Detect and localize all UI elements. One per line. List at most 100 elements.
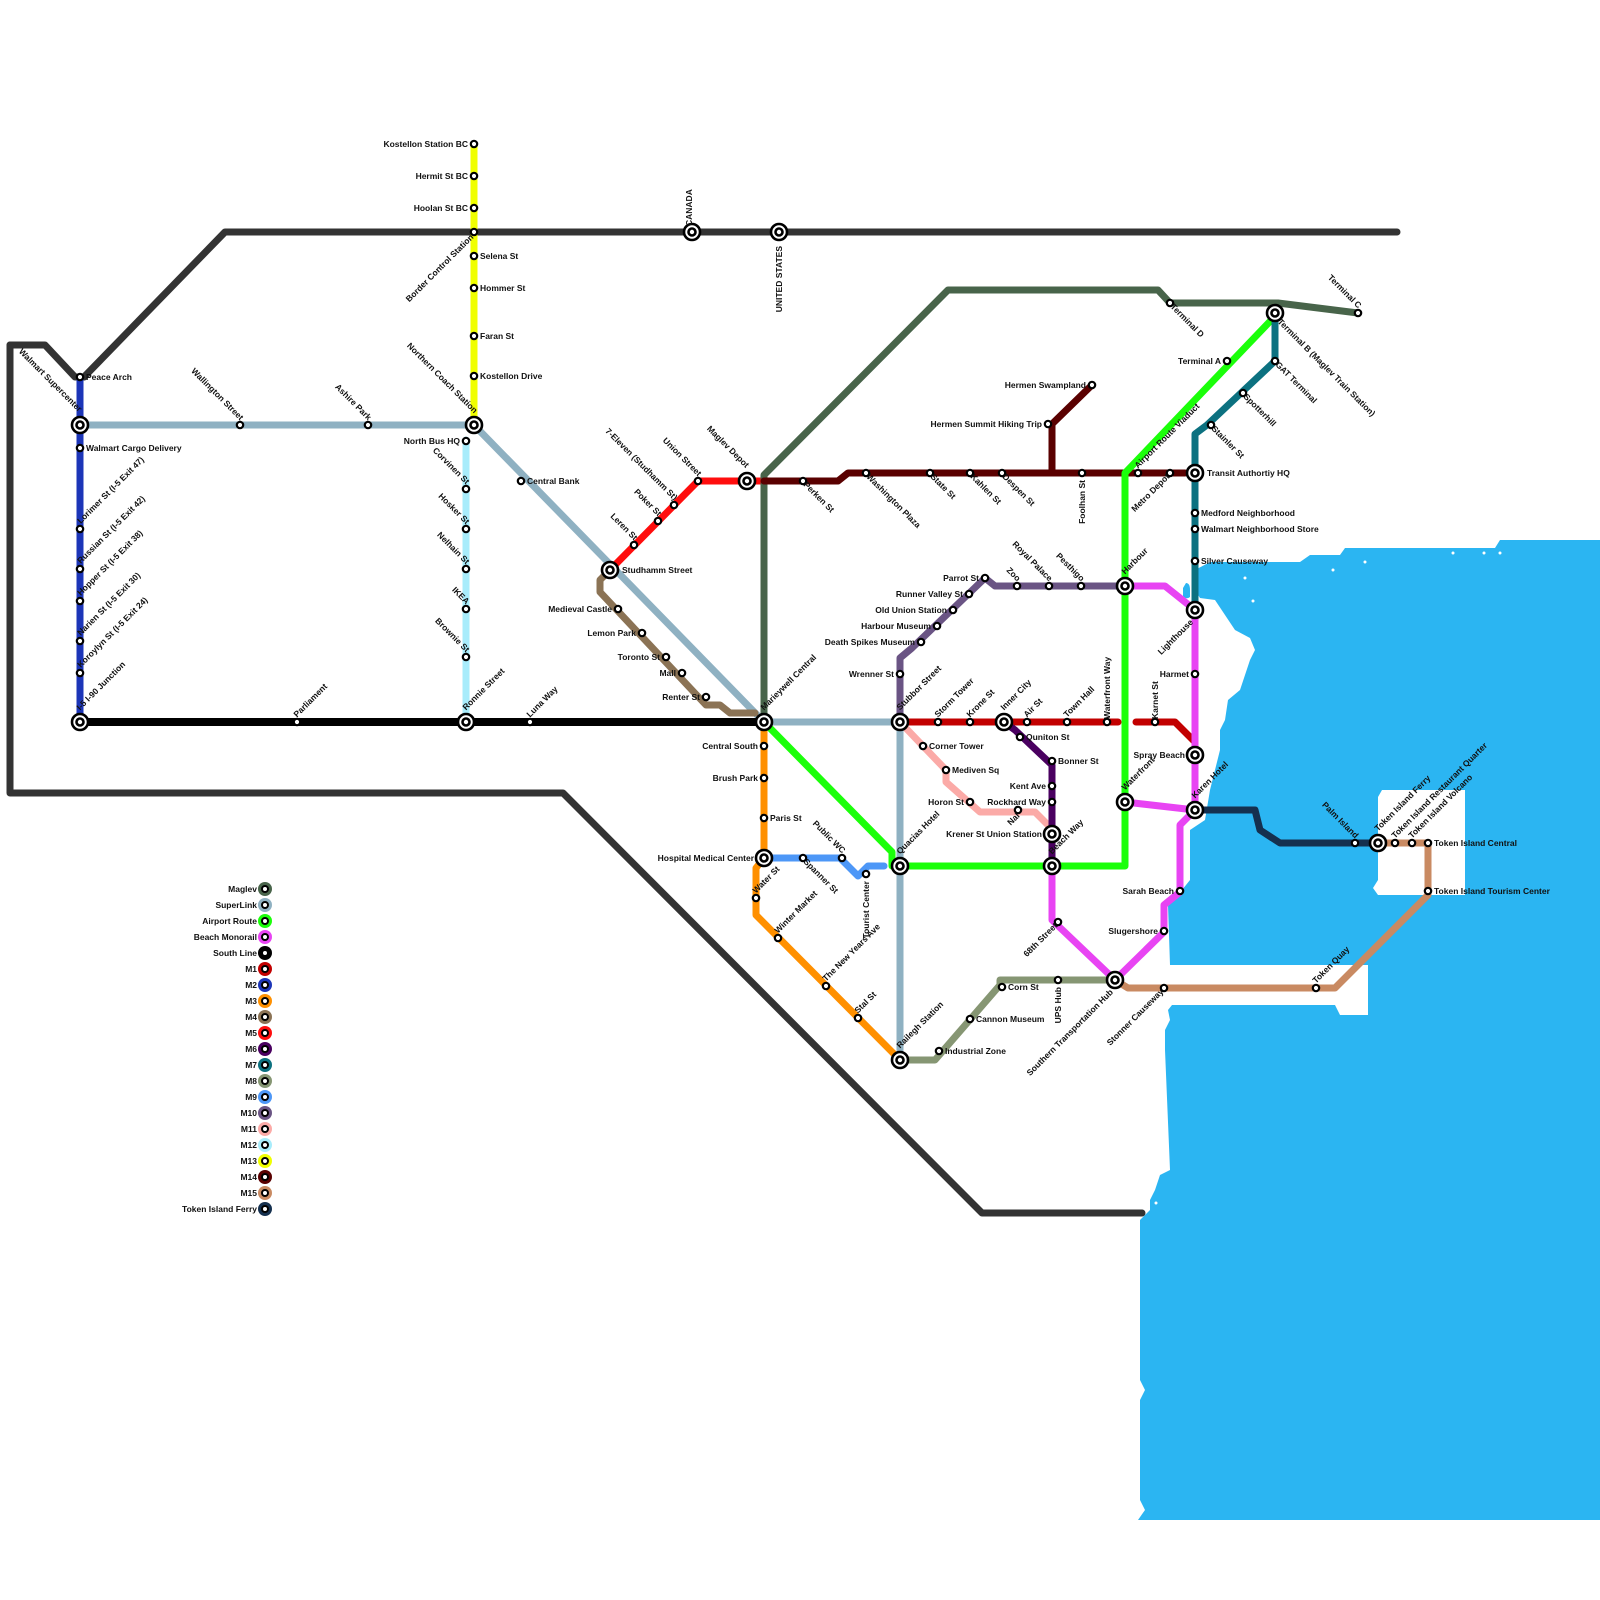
station-nelhain[interactable] xyxy=(461,564,471,574)
station-parrot[interactable] xyxy=(980,573,990,583)
station-northern-coach[interactable] xyxy=(464,415,484,435)
station-hermen-swamp[interactable] xyxy=(1087,380,1097,390)
station-lemon[interactable] xyxy=(637,628,647,638)
station-spanner[interactable] xyxy=(798,853,808,863)
station-water-st[interactable] xyxy=(751,893,761,903)
station-token-restaurant[interactable] xyxy=(1390,838,1400,848)
station-medieval[interactable] xyxy=(613,604,623,614)
station-inner-city[interactable] xyxy=(994,712,1014,732)
station-krener[interactable] xyxy=(1042,824,1062,844)
station-leren[interactable] xyxy=(629,540,639,550)
station-terminal-c[interactable] xyxy=(1353,308,1363,318)
station-poker[interactable] xyxy=(653,516,663,526)
station-hommer[interactable] xyxy=(469,283,479,293)
station-north-bus[interactable] xyxy=(461,436,471,446)
station-seven-eleven[interactable] xyxy=(669,500,679,510)
station-despen[interactable] xyxy=(997,468,1007,478)
station-horon[interactable] xyxy=(965,797,975,807)
station-central-bank[interactable] xyxy=(516,476,526,486)
station-marieywell[interactable] xyxy=(754,712,774,732)
station-brush-park[interactable] xyxy=(759,773,769,783)
station-airport-viaduct[interactable] xyxy=(1133,468,1143,478)
station-cannon[interactable] xyxy=(965,1014,975,1024)
station-waterfront-way[interactable] xyxy=(1102,717,1112,727)
station-tourist-center[interactable] xyxy=(861,869,871,879)
station-hermen-summit[interactable] xyxy=(1043,419,1053,429)
station-silver-causeway[interactable] xyxy=(1190,556,1200,566)
station-corvinen[interactable] xyxy=(461,484,471,494)
station-hospital[interactable] xyxy=(754,848,774,868)
station-mall[interactable] xyxy=(677,668,687,678)
station-transit-hq[interactable] xyxy=(1185,463,1205,483)
station-i5-i90[interactable] xyxy=(70,712,90,732)
station-parliament[interactable] xyxy=(292,717,302,727)
station-token-volcano[interactable] xyxy=(1407,838,1417,848)
station-new-years[interactable] xyxy=(821,981,831,991)
station-medford[interactable] xyxy=(1190,508,1200,518)
station-ikea[interactable] xyxy=(461,604,471,614)
station-krone[interactable] xyxy=(965,717,975,727)
border-station-us[interactable] xyxy=(769,222,789,242)
station-southern-hub[interactable] xyxy=(1105,970,1125,990)
station-token-ferry[interactable] xyxy=(1368,833,1388,853)
station-town-hall[interactable] xyxy=(1062,717,1072,727)
station-stonner[interactable] xyxy=(1159,983,1169,993)
station-walmart-cargo[interactable] xyxy=(75,443,85,453)
station-rockhard[interactable] xyxy=(1047,797,1057,807)
station-corn[interactable] xyxy=(997,982,1007,992)
station-terminal-d[interactable] xyxy=(1165,298,1175,308)
station-bonner[interactable] xyxy=(1047,756,1057,766)
border-station-canada[interactable] xyxy=(682,222,702,242)
station-stubbor[interactable] xyxy=(890,712,910,732)
station-quacias[interactable] xyxy=(890,856,910,876)
station-old-union[interactable] xyxy=(948,605,958,615)
station-toronto[interactable] xyxy=(661,652,671,662)
station-beach-way[interactable] xyxy=(1042,856,1062,876)
station-token-quay[interactable] xyxy=(1311,983,1321,993)
station-railegh[interactable] xyxy=(890,1050,910,1070)
station-selena[interactable] xyxy=(469,251,479,261)
station-waterfront[interactable] xyxy=(1115,792,1135,812)
station-perken[interactable] xyxy=(798,476,808,486)
station-pesthigo[interactable] xyxy=(1076,581,1086,591)
station-russian[interactable] xyxy=(75,564,85,574)
station-border-control[interactable] xyxy=(469,227,479,237)
station-paris[interactable] xyxy=(759,813,769,823)
station-walmart-neigh[interactable] xyxy=(1190,524,1200,534)
station-ups-hub[interactable] xyxy=(1053,975,1063,985)
station-hosker[interactable] xyxy=(461,524,471,534)
station-harbour[interactable] xyxy=(1115,576,1135,596)
station-token-tourism[interactable] xyxy=(1423,886,1433,896)
station-harmet[interactable] xyxy=(1190,669,1200,679)
station-state[interactable] xyxy=(925,468,935,478)
station-union-street[interactable] xyxy=(693,476,703,486)
station-kent[interactable] xyxy=(1047,781,1057,791)
station-nal[interactable] xyxy=(1013,805,1023,815)
station-luna[interactable] xyxy=(525,717,535,727)
station-ronnie[interactable] xyxy=(456,712,476,732)
station-kostellon-bc[interactable] xyxy=(469,139,479,149)
station-narien[interactable] xyxy=(75,636,85,646)
station-studhamm[interactable] xyxy=(600,560,620,580)
station-renter[interactable] xyxy=(701,692,711,702)
station-foolhan[interactable] xyxy=(1077,468,1087,478)
station-terminal-a[interactable] xyxy=(1222,356,1232,366)
station-hermit-bc[interactable] xyxy=(469,171,479,181)
station-winter-market[interactable] xyxy=(773,933,783,943)
station-maglev-depot[interactable] xyxy=(737,471,757,491)
station-stal[interactable] xyxy=(853,1013,863,1023)
station-wrenner[interactable] xyxy=(895,669,905,679)
station-metro-depot[interactable] xyxy=(1165,468,1175,478)
station-death-spikes[interactable] xyxy=(916,637,926,647)
station-corner-tower[interactable] xyxy=(918,741,928,751)
station-sarah-beach[interactable] xyxy=(1175,886,1185,896)
station-ashire[interactable] xyxy=(363,420,373,430)
station-mediven[interactable] xyxy=(941,765,951,775)
station-washington[interactable] xyxy=(861,468,871,478)
station-spotterhill[interactable] xyxy=(1238,388,1248,398)
station-peace-arch[interactable] xyxy=(75,372,85,382)
station-public-wc[interactable] xyxy=(837,853,847,863)
station-wallington[interactable] xyxy=(235,420,245,430)
station-kahlen[interactable] xyxy=(965,468,975,478)
station-lighthouse[interactable] xyxy=(1185,600,1205,620)
